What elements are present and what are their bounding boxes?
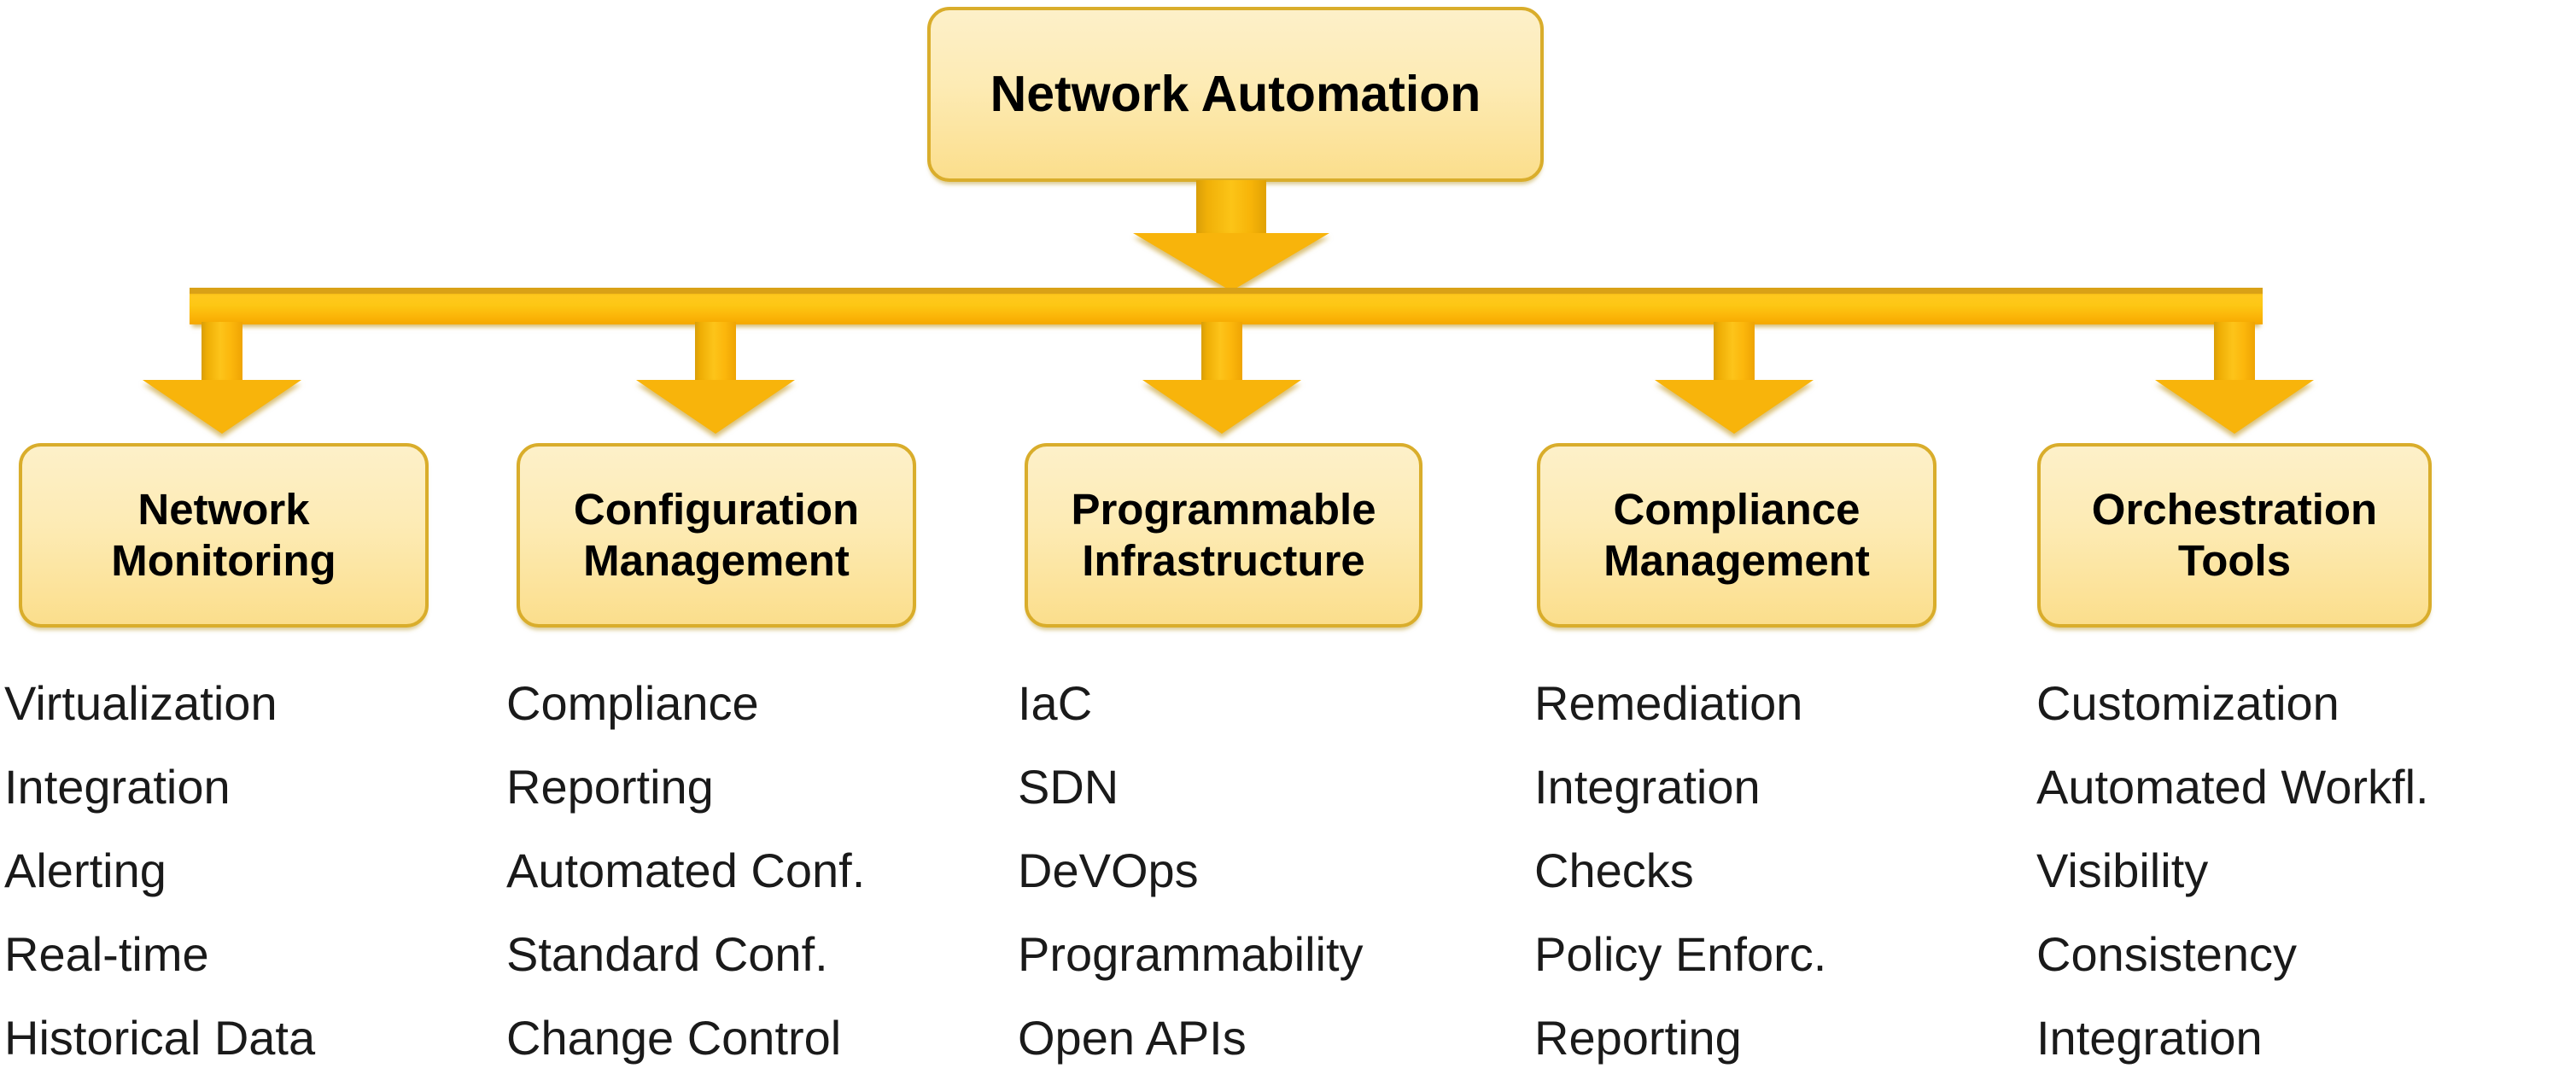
branch-arrow-icon-3 <box>1655 322 1814 445</box>
branch-node-network-monitoring[interactable]: Network Monitoring <box>19 443 429 628</box>
branch-node-programmable-infrastructure[interactable]: Programmable Infrastructure <box>1025 443 1422 628</box>
list-item: Open APIs <box>1018 1011 1247 1065</box>
list-item: Consistency <box>2036 927 2298 981</box>
branch-node-label: Network Monitoring <box>111 484 336 585</box>
branch-arrow-icon-0 <box>143 322 301 445</box>
list-item: Policy Enforc. <box>1534 927 1827 981</box>
branch-node-compliance-management[interactable]: Compliance Management <box>1537 443 1936 628</box>
list-item: Historical Data <box>4 1011 316 1065</box>
arrow-head <box>1133 233 1329 291</box>
keyword-list-network-monitoring: Virtualization Integration Alerting Real… <box>4 662 315 1080</box>
branch-arrow-icon-1 <box>636 322 795 445</box>
keyword-list-programmable-infrastructure: IaC SDN DeVOps Programmability Open APIs <box>1018 662 1364 1080</box>
list-item: Change Control <box>506 1011 842 1065</box>
root-node-label: Network Automation <box>990 65 1481 122</box>
arrow-head <box>636 380 795 434</box>
list-item: IaC <box>1018 676 1093 730</box>
distribution-bar <box>190 288 2263 324</box>
keyword-list-configuration-management: Compliance Reporting Automated Conf. Sta… <box>506 662 865 1080</box>
arrow-head <box>1655 380 1814 434</box>
list-item: Integration <box>4 760 231 814</box>
list-item: Customization <box>2036 676 2339 730</box>
list-item: Integration <box>1534 760 1761 814</box>
list-item: Reporting <box>1534 1011 1742 1065</box>
branch-arrow-icon-4 <box>2155 322 2314 445</box>
list-item: Automated Workfl. <box>2036 760 2429 814</box>
keyword-list-orchestration-tools: Customization Automated Workfl. Visibili… <box>2036 662 2429 1080</box>
root-down-arrow-icon <box>1133 180 1329 291</box>
arrow-shaft <box>1196 180 1266 242</box>
list-item: Programmability <box>1018 927 1364 981</box>
branch-node-label: Orchestration Tools <box>2091 484 2378 585</box>
branch-node-label: Compliance Management <box>1603 484 1870 585</box>
list-item: Checks <box>1534 844 1694 897</box>
list-item: Real-time <box>4 927 209 981</box>
diagram-canvas: Network Automation Network Monitoring Co… <box>4 7 2432 1065</box>
list-item: Reporting <box>506 760 714 814</box>
branch-arrow-icon-2 <box>1142 322 1301 445</box>
root-node-network-automation[interactable]: Network Automation <box>927 7 1544 182</box>
list-item: Remediation <box>1534 676 1803 730</box>
branch-node-configuration-management[interactable]: Configuration Management <box>517 443 916 628</box>
list-item: Visibility <box>2036 844 2209 897</box>
arrow-head <box>143 380 301 434</box>
arrow-head <box>2155 380 2314 434</box>
list-item: Compliance <box>506 676 759 730</box>
branch-node-label: Programmable Infrastructure <box>1071 484 1376 585</box>
branch-node-orchestration-tools[interactable]: Orchestration Tools <box>2037 443 2432 628</box>
list-item: Standard Conf. <box>506 927 828 981</box>
list-item: Virtualization <box>4 676 277 730</box>
list-item: SDN <box>1018 760 1119 814</box>
list-item: Integration <box>2036 1011 2263 1065</box>
list-item: Automated Conf. <box>506 844 866 897</box>
list-item: Alerting <box>4 844 166 897</box>
branch-node-label: Configuration Management <box>573 484 860 585</box>
arrow-head <box>1142 380 1301 434</box>
list-item: DeVOps <box>1018 844 1199 897</box>
keyword-list-compliance-management: Remediation Integration Checks Policy En… <box>1534 662 1826 1080</box>
